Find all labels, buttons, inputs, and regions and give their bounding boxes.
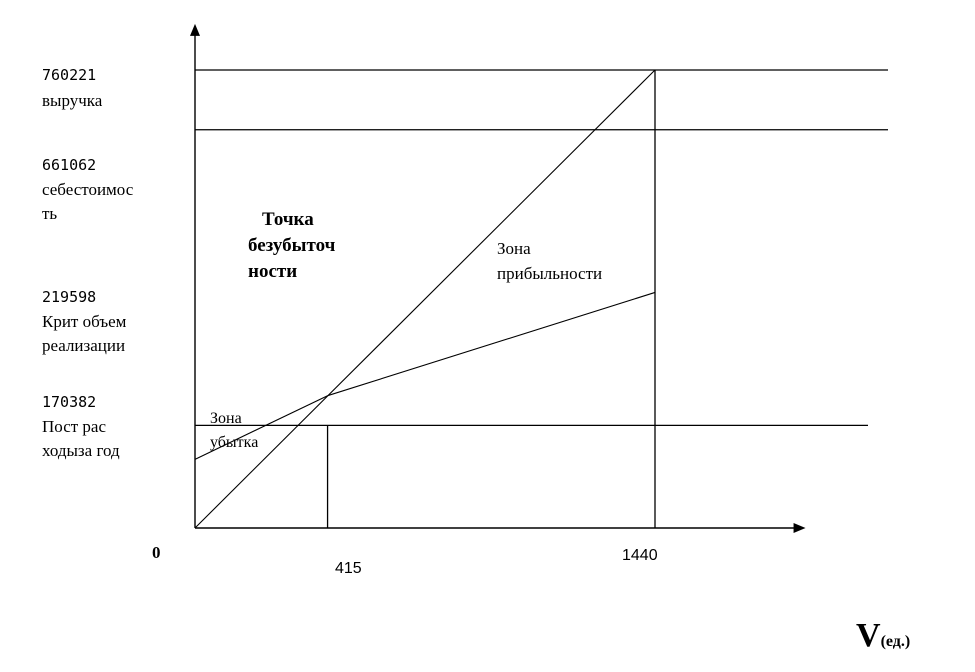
- annotation-profit-zone-line1: Зона: [497, 239, 531, 258]
- origin-label: 0: [152, 543, 161, 562]
- y-level-value-critical-volume: 219598: [42, 288, 97, 306]
- x-axis-title: V(ед.): [848, 576, 910, 662]
- y-level-value-fixed-costs: 170382: [42, 393, 97, 411]
- y-level-label-revenue: выручка: [42, 91, 103, 110]
- annotation-profit-zone-line2: прибыльности: [497, 264, 603, 283]
- annotation-loss-zone-line2: убытка: [210, 434, 259, 451]
- annotation-loss-zone-line1: Зона: [210, 410, 242, 427]
- y-level-label-fixed-costs-line2: ходыза год: [42, 441, 120, 460]
- y-level-value-cost: 661062: [42, 156, 97, 174]
- x-axis-title-v: V: [856, 617, 881, 654]
- series-2-segment-2: [327, 291, 656, 397]
- y-level-label-fixed-costs-line1: Пост рас: [42, 417, 107, 436]
- annotation-break-even-line1: Точка: [262, 209, 314, 230]
- series-1-segment-1: [194, 69, 656, 529]
- series-2-segment-1: [194, 395, 328, 460]
- y-level-label-cost-line2: ть: [42, 204, 58, 223]
- x-tick-label-415: 415: [335, 560, 362, 577]
- y-level-label-cost-line1: себестоимос: [42, 180, 134, 199]
- y-level-value-revenue: 760221: [42, 66, 97, 84]
- annotation-break-even-line2: безубыточ: [248, 235, 336, 256]
- y-axis-arrow-icon: [190, 23, 200, 36]
- x-axis-title-unit: (ед.): [880, 633, 911, 650]
- annotation-break-even-line3: ности: [248, 261, 298, 282]
- x-axis-arrow-icon: [793, 523, 806, 533]
- y-level-label-critical-volume-line1: Крит объем: [42, 312, 127, 331]
- y-level-label-critical-volume-line2: реализации: [42, 336, 126, 355]
- x-tick-label-1440: 1440: [622, 547, 658, 564]
